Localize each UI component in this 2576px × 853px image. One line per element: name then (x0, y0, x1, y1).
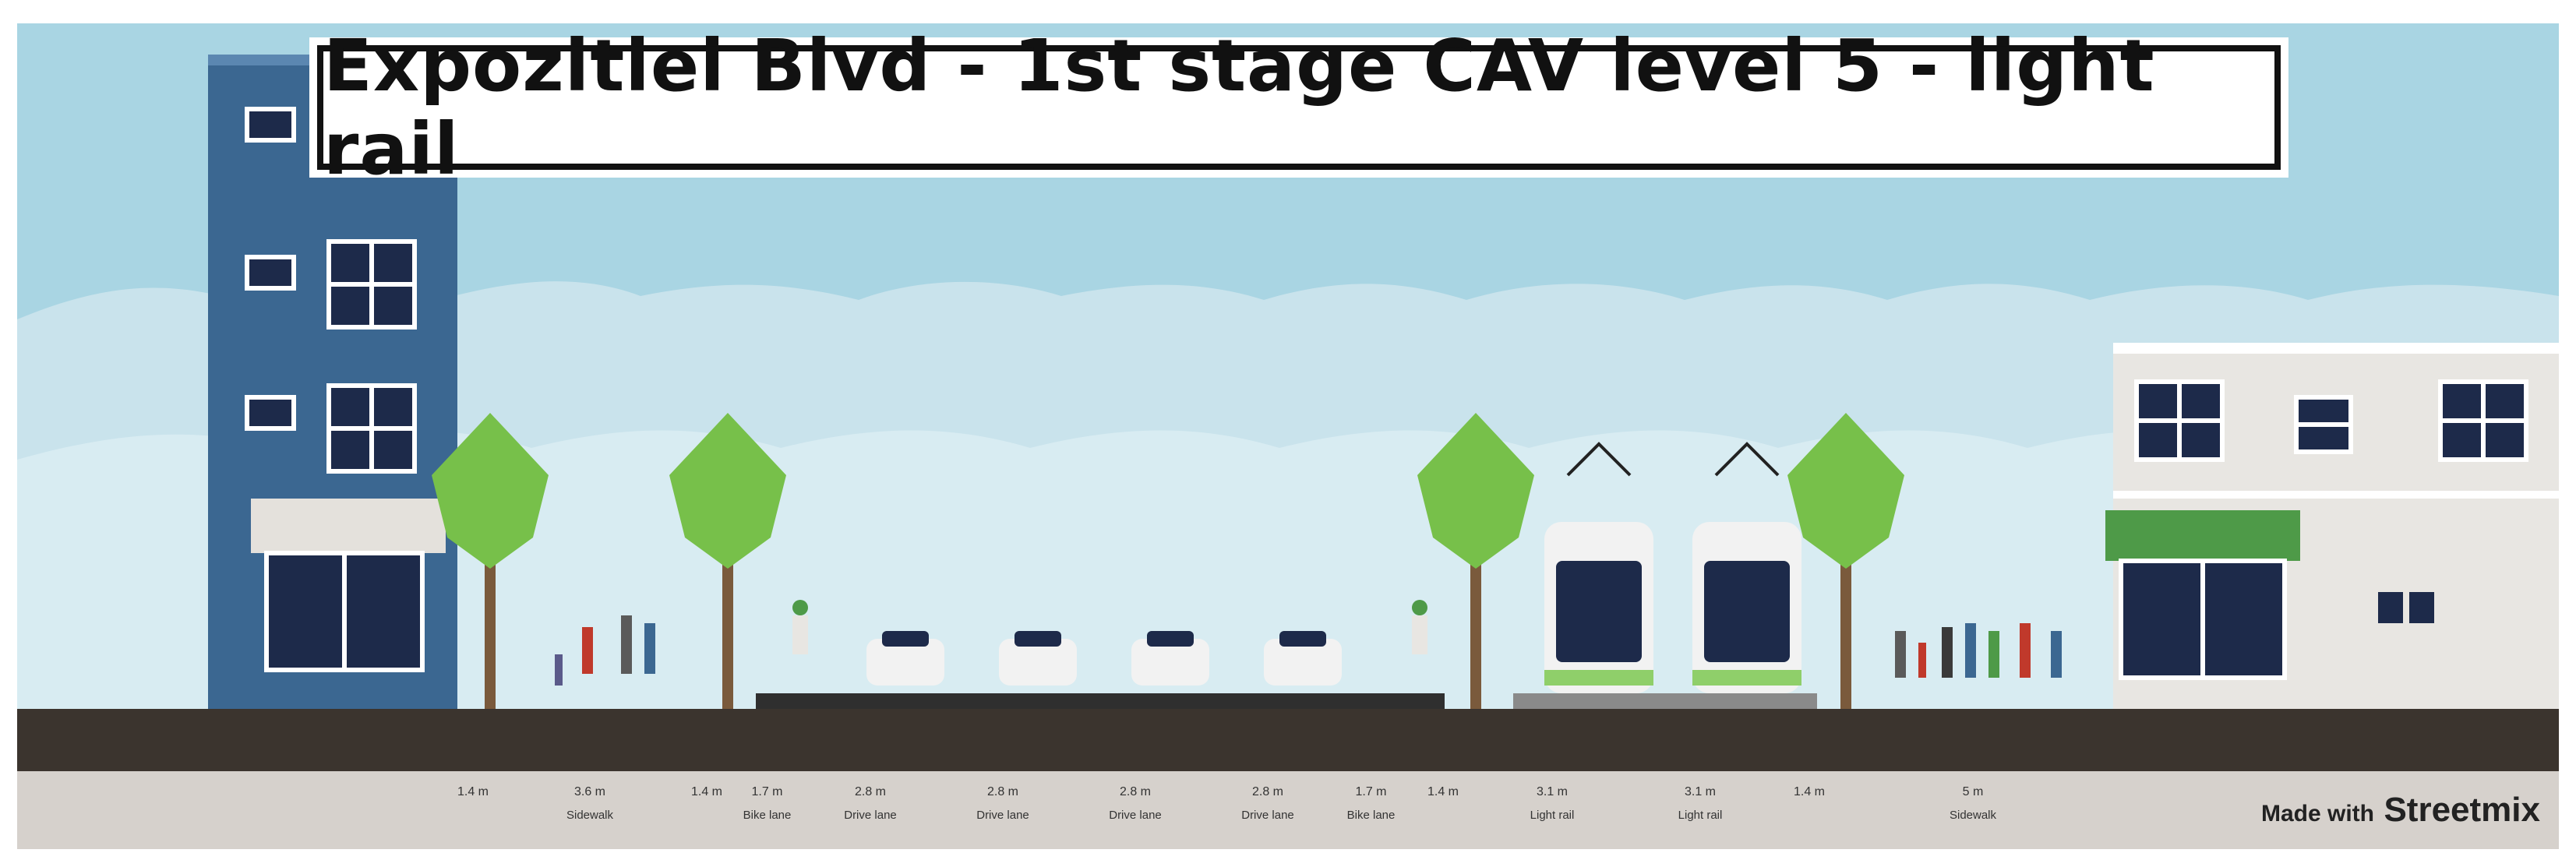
segment-width: 1.7 m (751, 785, 783, 798)
segment-label: 3.6 m Sidewalk (496, 771, 683, 849)
building-left-awning (251, 499, 446, 553)
car-2 (999, 631, 1077, 686)
tree-2 (669, 413, 786, 709)
segment-label: 1.7 m Bike lane (1334, 771, 1408, 849)
credit-prefix: Made with (2260, 801, 2374, 827)
segment-width: 5 m (1962, 785, 1984, 798)
segment-width: 3.1 m (1536, 785, 1568, 798)
ground-strip (17, 709, 2559, 771)
segment-label: 1.4 m (1408, 771, 1478, 849)
pedestrians-left (555, 615, 655, 686)
street-section-scene: Expozitiei Blvd - 1st stage CAV level 5 … (17, 23, 2559, 849)
segment-label-band (17, 771, 2559, 849)
trees (432, 413, 1904, 709)
segment-width: 1.4 m (690, 785, 722, 798)
segment-label: 2.8 m Drive lane (804, 771, 937, 849)
segment-name: Bike lane (1346, 809, 1396, 822)
segment-label: 2.8 m Drive lane (937, 771, 1069, 849)
segment-label: 1.7 m Bike lane (730, 771, 804, 849)
car-1 (866, 631, 944, 686)
page-title: Expozitiei Blvd - 1st stage CAV level 5 … (323, 24, 2155, 191)
segment-name: Bike lane (743, 809, 792, 822)
segment-width: 1.4 m (457, 785, 489, 798)
segment-name: Sidewalk (566, 809, 614, 822)
tree-3 (1417, 413, 1534, 709)
segment-width: 1.4 m (1427, 785, 1459, 798)
building-right-awning (2105, 510, 2300, 561)
segment-label: 3.1 m Light rail (1478, 771, 1626, 849)
segment-width: 2.8 m (1119, 785, 1151, 798)
pedestrians-right (1895, 623, 2062, 678)
light-rail-vehicles (1544, 442, 1801, 693)
segment-width: 2.8 m (986, 785, 1018, 798)
segment-width: 3.6 m (573, 785, 605, 798)
roadway (756, 693, 1445, 709)
segment-width: 1.7 m (1355, 785, 1387, 798)
car-3 (1131, 631, 1209, 686)
streetmix-credit[interactable]: Made with Streetmix (2261, 791, 2540, 830)
tree-1 (432, 413, 549, 709)
segment-name: Light rail (1678, 809, 1723, 822)
segment-label: 5 m Sidewalk (1844, 771, 2101, 849)
tree-4 (1787, 413, 1904, 709)
segment-width: 1.4 m (1793, 785, 1825, 798)
segment-label: 3.1 m Light rail (1626, 771, 1774, 849)
segment-name: Drive lane (1109, 809, 1162, 822)
segment-name: Drive lane (1241, 809, 1294, 822)
car-4 (1264, 631, 1342, 686)
segment-width: 3.1 m (1684, 785, 1716, 798)
segment-width: 2.8 m (854, 785, 886, 798)
segment-name: Sidewalk (1949, 809, 1997, 822)
tram-2 (1692, 442, 1801, 693)
segment-width: 2.8 m (1251, 785, 1283, 798)
segment-label: 1.4 m (683, 771, 730, 849)
tram-1 (1544, 442, 1653, 693)
segment-label: 2.8 m Drive lane (1202, 771, 1334, 849)
credit-brand: Streetmix (2384, 791, 2540, 829)
segment-name: Drive lane (976, 809, 1029, 822)
cyclists (792, 600, 1427, 654)
segment-label: 2.8 m Drive lane (1069, 771, 1202, 849)
segment-name: Drive lane (844, 809, 897, 822)
building-left-window (326, 239, 417, 474)
building-right (2105, 343, 2559, 709)
segment-label: 1.4 m (450, 771, 496, 849)
rail-trackbed (1513, 693, 1817, 709)
segment-name: Light rail (1530, 809, 1575, 822)
title-sign: Expozitiei Blvd - 1st stage CAV level 5 … (317, 24, 2281, 191)
cars (866, 631, 1342, 686)
segment-label: 1.4 m (1774, 771, 1844, 849)
